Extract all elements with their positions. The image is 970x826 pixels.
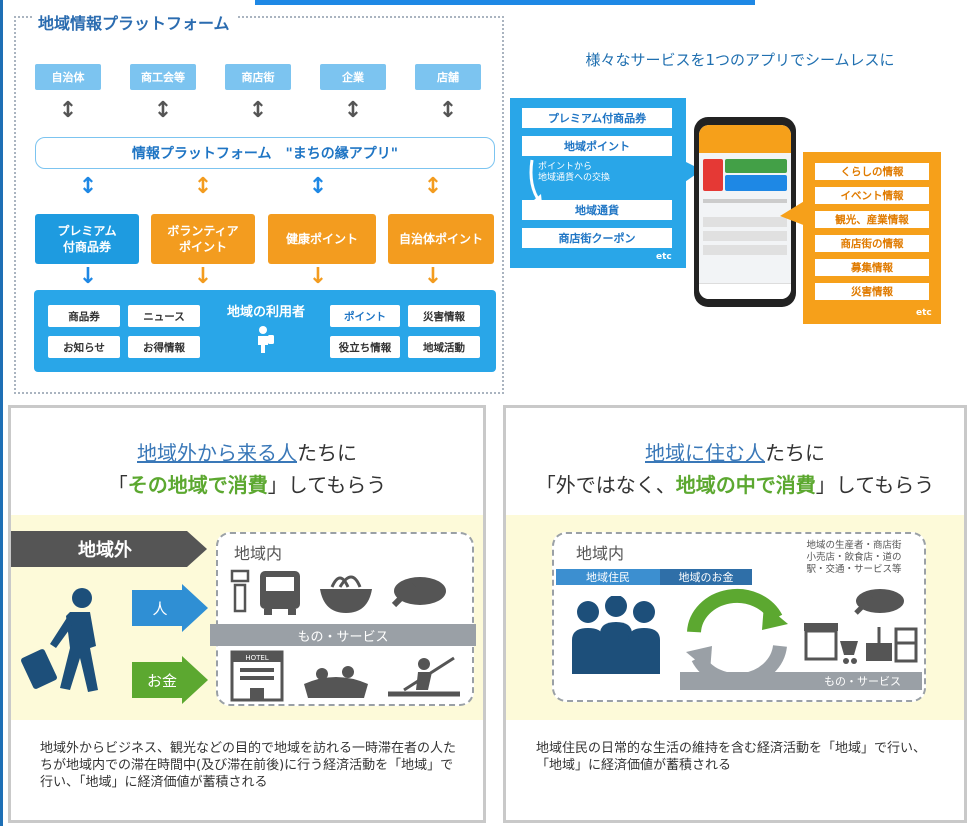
down-arrow-icon: ↓ [308,264,328,289]
feature-health-points: 健康ポイント [268,214,376,264]
updown-arrow-icon: ↕ [248,98,268,123]
app-info-events: イベント情報 [815,187,929,204]
inside-label: 地域内 [234,544,283,563]
visitors-title-line1: 地域外から来る人たちに [137,441,357,465]
user-tag-disaster: 災害情報 [408,305,480,327]
source-shopping-street: 商店街 [225,64,291,90]
app-item-coupon: 商店街クーポン [522,228,672,248]
app-item-local-currency: 地域通貨 [522,200,672,220]
money-label: お金 [146,671,177,690]
goods-band: もの・サービス [210,624,476,646]
feature-volunteer-points: ボランティア ポイント [151,214,255,264]
user-tag-news: ニュース [128,305,200,327]
feature-premium-voucher: プレミアム 付商品券 [35,214,139,264]
app-item-premium-voucher: プレミアム付商品券 [522,108,672,128]
user-tag-community: 地域活動 [408,336,480,358]
feature-municipal-points: 自治体ポイント [388,214,494,264]
down-arrow-icon: ↓ [78,264,98,289]
app-item-local-points: 地域ポイント [522,136,672,156]
updown-arrow-icon: ↕ [193,174,213,199]
outside-arrow-shape [11,531,207,567]
user-tag-notice: お知らせ [48,336,120,358]
updown-arrow-icon: ↕ [58,98,78,123]
local-actors-label: 地域の生産者・商店街 小売店・飲食店・道の 駅・交通・サービス等 [806,540,902,575]
source-company: 企業 [320,64,386,90]
residents-group-icon [572,596,660,674]
platform-app-bar: 情報プラットフォーム "まちの縁アプリ" [35,137,495,169]
updown-arrow-icon: ↕ [343,98,363,123]
residents-pill: 地域住民 [556,569,660,585]
source-municipality: 自治体 [35,64,101,90]
residents-description: 地域住民の日常的な生活の維持を含む経済活動を「地域」で行い、「地域」に経済価値が… [536,741,927,773]
person-arrow-shape [132,584,208,632]
user-person-icon [258,326,274,353]
updown-arrow-icon: ↕ [78,174,98,199]
user-tag-points: ポイント [330,305,400,327]
residents-title-line1: 地域に住む人たちに [645,441,825,465]
user-tag-voucher: 商品券 [48,305,120,327]
top-accent-bar [255,0,755,5]
app-info-shopping-street: 商店街の情報 [815,235,929,252]
app-blue-etc: etc [656,252,672,262]
shop-goods-icons [804,589,918,664]
traveler-icon [21,588,98,692]
residents-inside-label: 地域内 [576,544,625,563]
down-arrow-icon: ↓ [193,264,213,289]
pointer-orange-icon [780,200,806,226]
app-exchange-note: ポイントから 地域通貨への交換 [538,162,611,183]
outside-label: 地域外 [78,540,132,561]
smartphone-screen [699,125,791,299]
user-tag-useful: 役立ち情報 [330,336,400,358]
user-tag-deals: お得情報 [128,336,200,358]
updown-arrow-icon: ↕ [438,98,458,123]
updown-arrow-icon: ↕ [423,174,443,199]
visitors-description: 地域外からビジネス、観光などの目的で地域を訪れる一時滞在者の人たちが地域内での滞… [40,741,457,790]
down-arrow-icon: ↓ [423,264,443,289]
residents-goods-label: もの・サービス [824,675,901,688]
hotel-sign-text: HOTEL [245,654,268,662]
source-chamber: 商工会等 [130,64,196,90]
source-store: 店舗 [415,64,481,90]
local-money-pill: 地域のお金 [660,569,752,585]
app-info-living: くらしの情報 [815,163,929,180]
residents-goods-band [680,672,922,690]
visitors-title-line2: 「その地域で消費」してもらう [107,473,387,497]
app-info-tourism: 観光、産業情報 [815,211,929,228]
hotel-onsen-kayak-icons: HOTEL [230,650,460,702]
person-label: 人 [152,599,168,618]
app-info-disaster: 災害情報 [815,283,929,300]
users-title: 地域の利用者 [226,305,305,320]
updown-arrow-icon: ↕ [308,174,328,199]
pointer-blue-icon [682,160,702,184]
left-border-line [0,0,3,826]
app-info-recruitment: 募集情報 [815,259,929,276]
updown-arrow-icon: ↕ [153,98,173,123]
money-arrow-shape [132,656,208,704]
residents-title-line2: 「外ではなく、地域の中で消費」してもらう [535,473,935,497]
platform-title: 地域情報プラットフォーム [32,10,236,34]
app-title: 様々なサービスを1つのアプリでシームレスに [585,51,895,69]
transport-food-icons [230,569,446,615]
platform-frame [14,16,504,394]
app-orange-etc: etc [916,308,932,318]
